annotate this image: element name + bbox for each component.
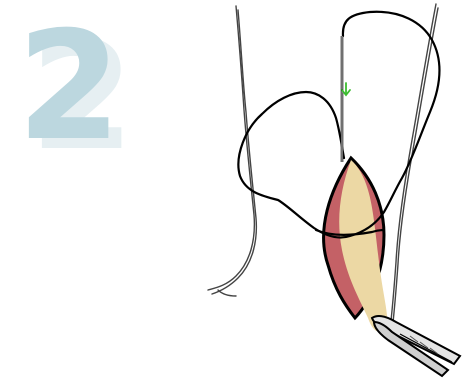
wound bbox=[324, 158, 388, 332]
forceps-icon bbox=[372, 316, 460, 376]
limb-left-contour bbox=[208, 6, 254, 290]
limb-right-contour-sketch bbox=[392, 8, 438, 332]
limb-outline bbox=[208, 4, 438, 332]
limb-left-contour-sketch bbox=[212, 10, 256, 294]
